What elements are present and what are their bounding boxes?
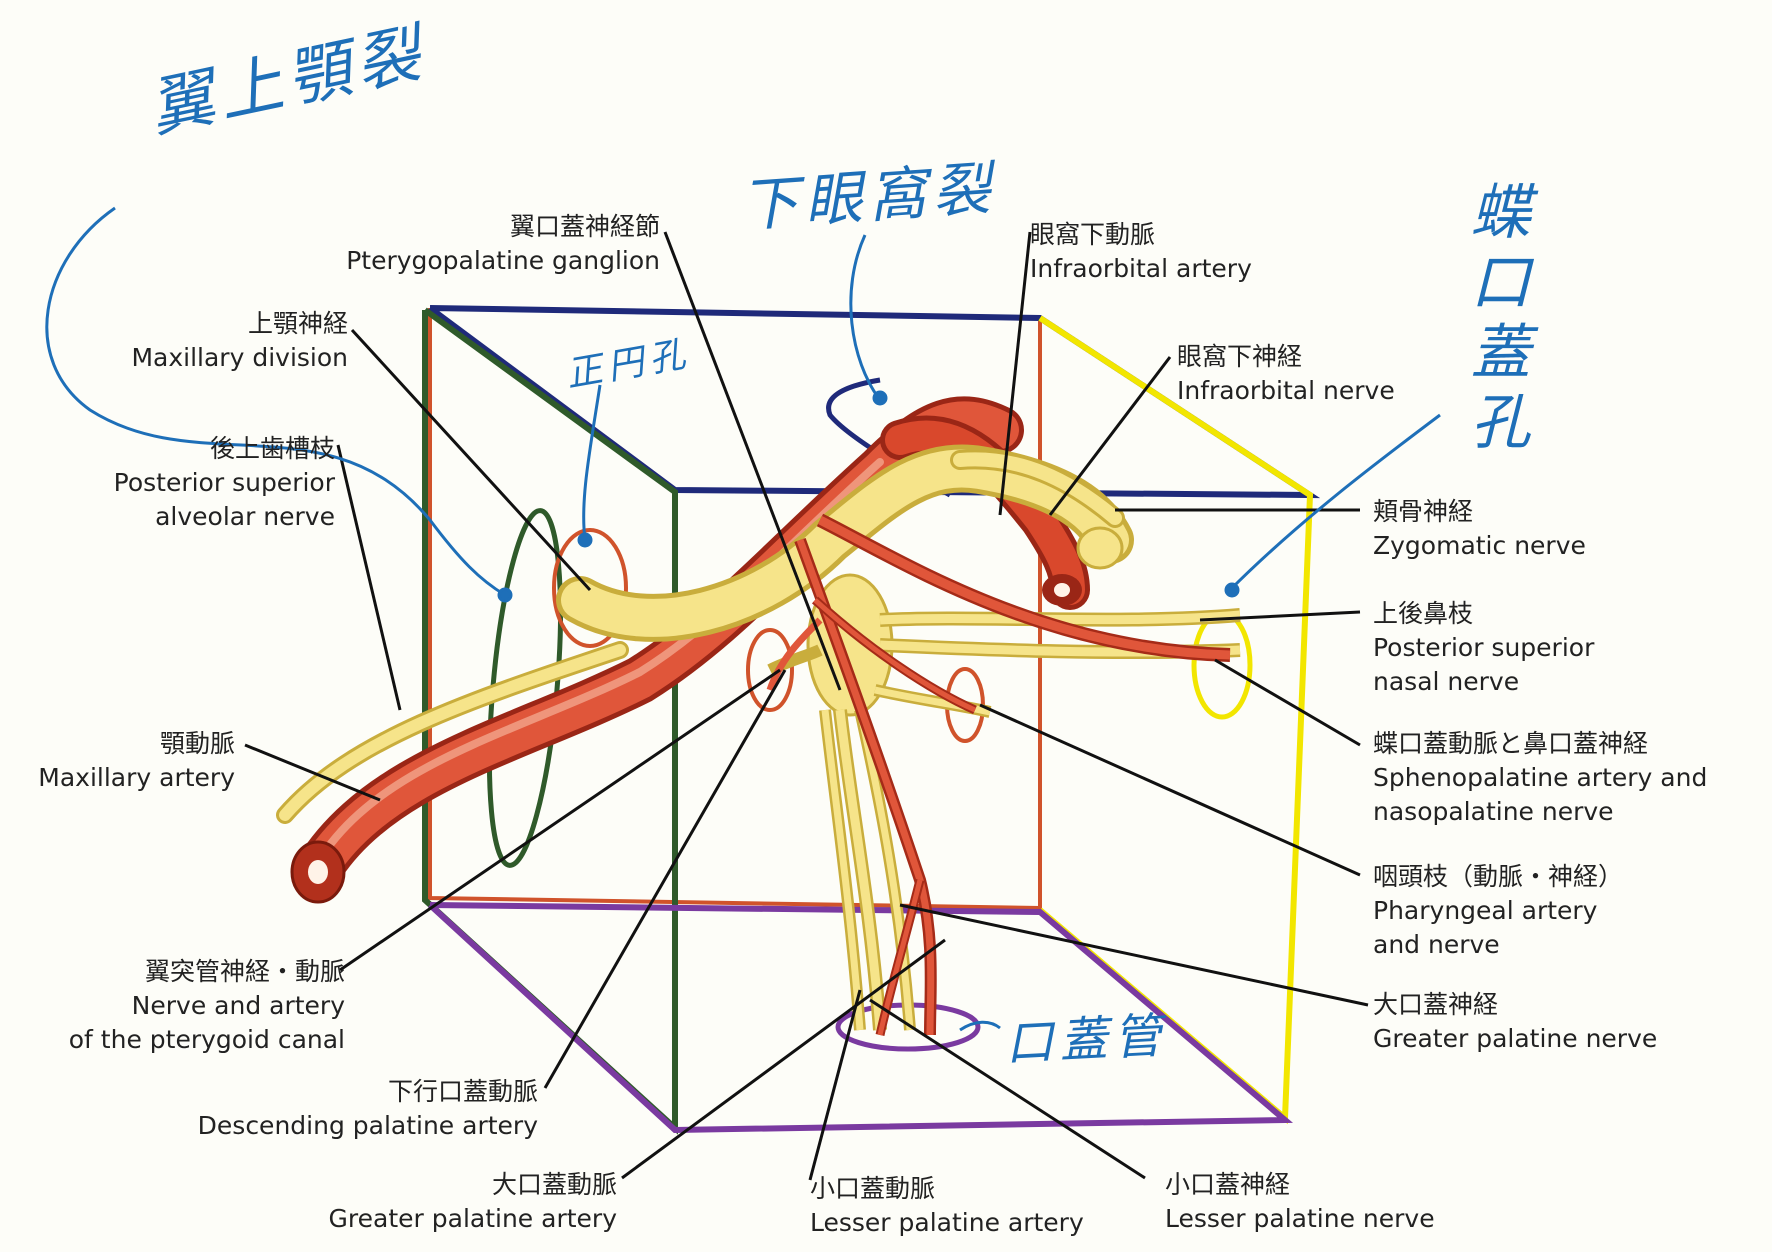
label-pharyngeal: 咽頭枝（動脈・神経） Pharyngeal artery and nerve xyxy=(1373,862,1624,959)
label-infraorbital-nerve: 眼窩下神経 Infraorbital nerve xyxy=(1177,342,1395,405)
bottom-face-edges xyxy=(427,902,1294,1134)
label-maxillary-artery: 顎動脈 Maxillary artery xyxy=(38,729,235,792)
handwritten-sphenopalatine-foramen: 蝶口蓋孔 xyxy=(1460,180,1530,460)
handwritten-pointers xyxy=(45,206,1441,1032)
label-maxillary-division: 上顎神経 Maxillary division xyxy=(131,309,348,372)
label-pterygoid-canal: 翼突管神経・動脈 Nerve and artery of the pterygo… xyxy=(68,957,345,1054)
label-greater-palatine-artery: 大口蓋動脈 Greater palatine artery xyxy=(328,1170,617,1233)
label-posterior-superior-alveolar: 後上歯槽枝 Posterior superior alveolar nerve xyxy=(113,434,335,531)
label-descending-palatine-artery: 下行口蓋動脈 Descending palatine artery xyxy=(197,1077,538,1140)
right-face-edges xyxy=(1038,315,1314,1125)
label-infraorbital-artery: 眼窩下動脈 Infraorbital artery xyxy=(1030,220,1252,283)
label-sphenopalatine: 蝶口蓋動脈と鼻口蓋神経 Sphenopalatine artery and na… xyxy=(1373,729,1708,826)
handwritten-inferior-orbital-fissure: 下眼窩裂 xyxy=(738,154,999,240)
label-posterior-superior-nasal: 上後鼻枝 Posterior superior nasal nerve xyxy=(1373,599,1595,696)
handwritten-palatine-canal: 口蓋管 xyxy=(1003,1007,1169,1073)
label-pterygopalatine-ganglion: 翼口蓋神経節 Pterygopalatine ganglion xyxy=(346,212,660,275)
maxillary-nerve xyxy=(556,444,1134,642)
label-lesser-palatine-nerve: 小口蓋神経 Lesser palatine nerve xyxy=(1165,1170,1435,1233)
arterial-branches xyxy=(766,513,1231,1036)
pterygoid-canal-ring xyxy=(746,628,794,712)
foramen-rotundum-ring xyxy=(552,528,628,648)
leader-lines xyxy=(244,231,1369,1181)
infraorbital-nerve-end xyxy=(1076,526,1124,570)
label-lesser-palatine-artery: 小口蓋動脈 Lesser palatine artery xyxy=(810,1174,1084,1237)
label-zygomatic-nerve: 頬骨神経 Zygomatic nerve xyxy=(1373,497,1586,560)
label-greater-palatine-nerve: 大口蓋神経 Greater palatine nerve xyxy=(1373,990,1658,1053)
